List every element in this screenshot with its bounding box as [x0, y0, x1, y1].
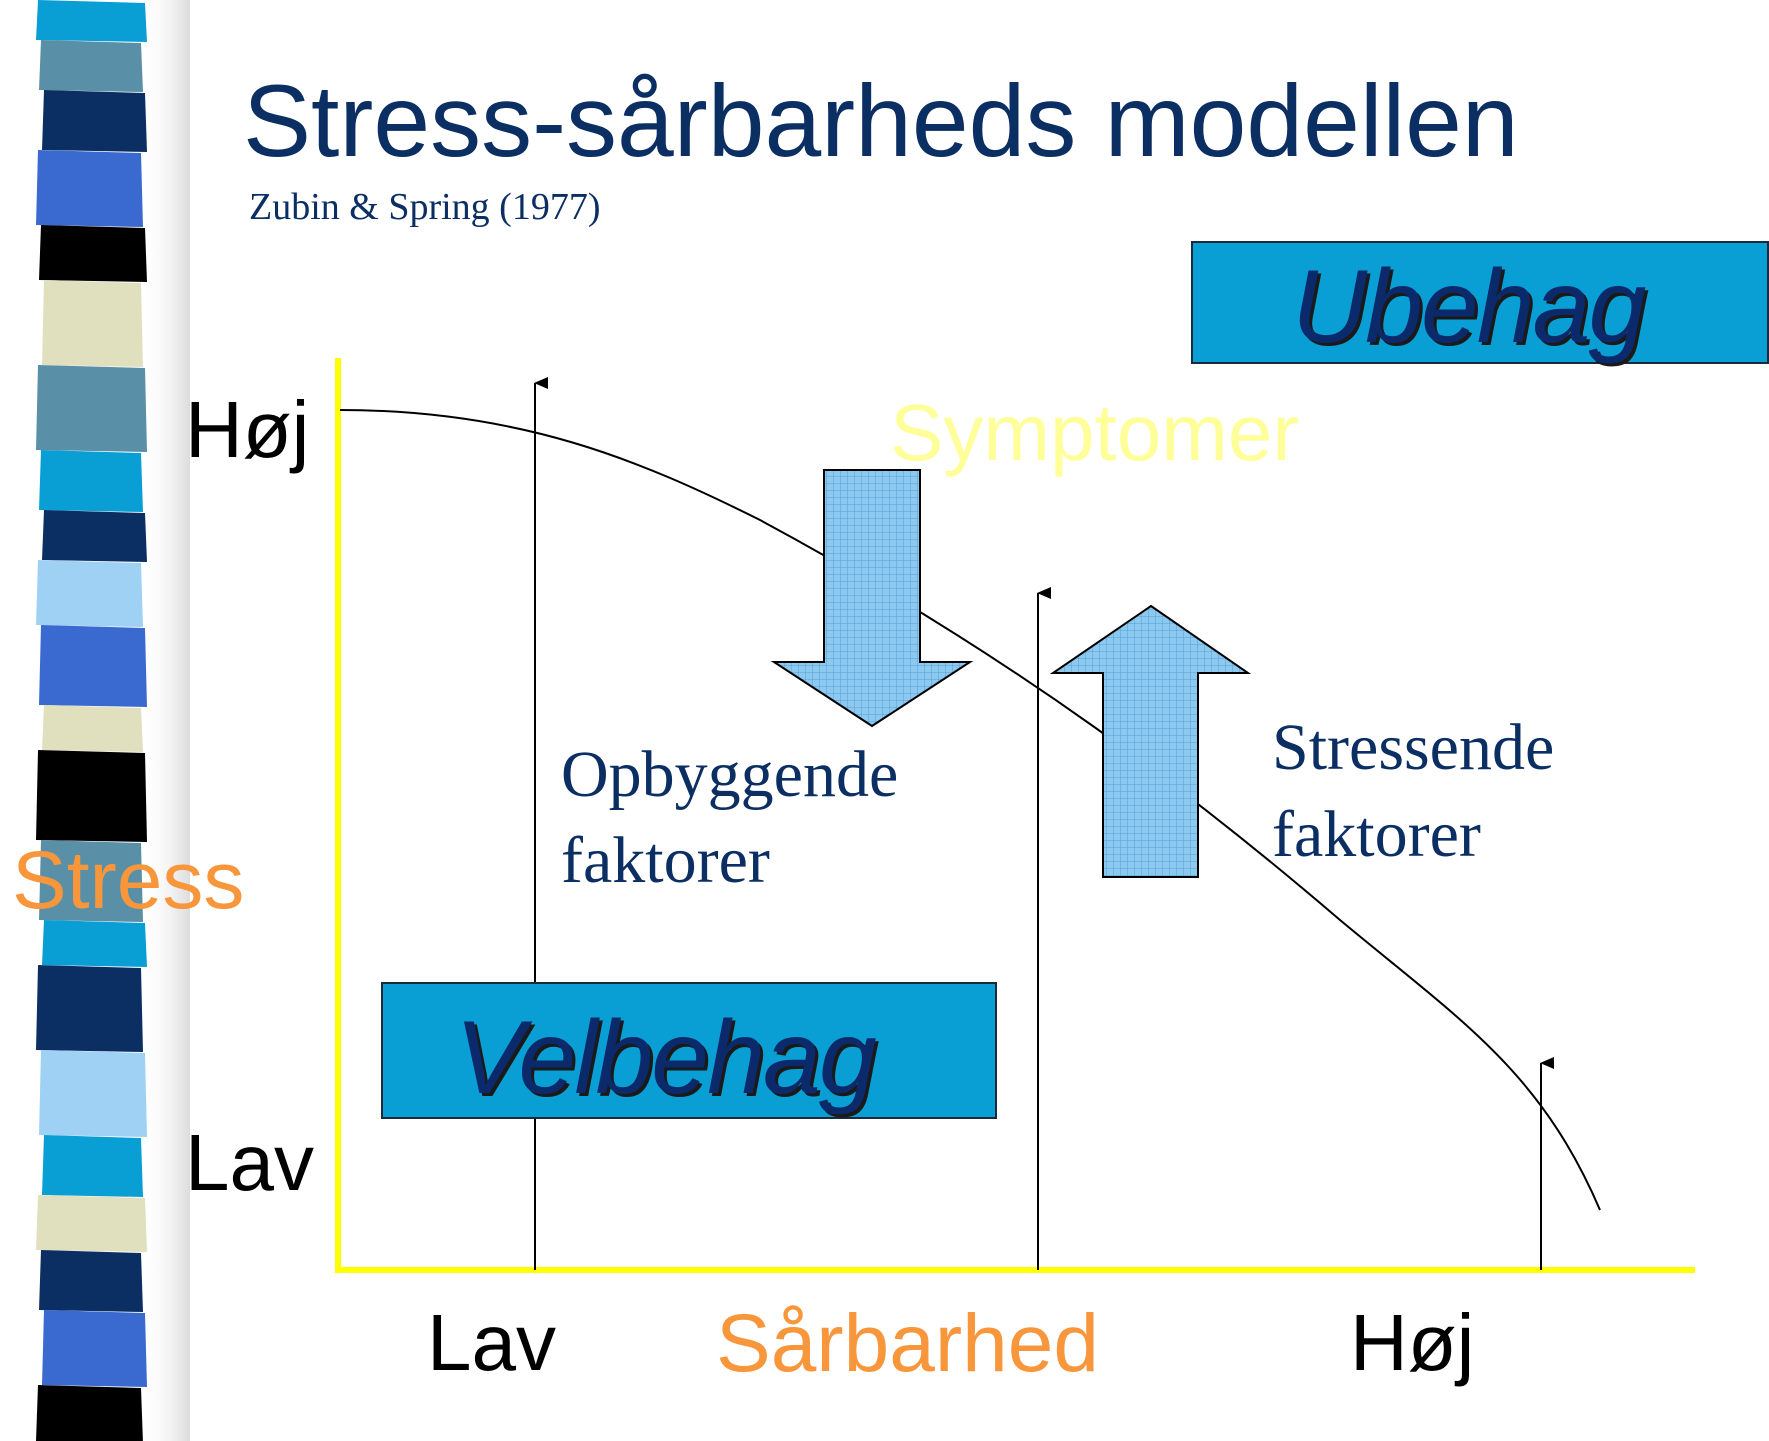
up-block-arrow — [1049, 604, 1252, 878]
stripe-band — [36, 965, 143, 1052]
threshold-curve — [339, 409, 1601, 1211]
x-axis-low-label: Lav — [427, 1298, 556, 1387]
down-arrow-label-line2: faktorer — [561, 824, 770, 897]
stripe-band — [42, 1310, 147, 1387]
ubehag-box — [1191, 241, 1769, 364]
ubehag-label: Ubehag — [1292, 249, 1646, 365]
x-axis-title: Sårbarhed — [716, 1298, 1099, 1389]
stripe-band — [42, 510, 147, 562]
stripe-band — [36, 0, 147, 42]
stripe-band — [36, 1195, 147, 1252]
stripe-band — [39, 1050, 147, 1137]
stripe-band — [39, 840, 143, 922]
stripe-band — [42, 280, 143, 367]
stripe-band — [39, 40, 143, 92]
stripe-band — [36, 750, 147, 842]
y-axis-low-label: Lav — [185, 1118, 314, 1207]
stripe-band — [42, 920, 147, 967]
stripe-band — [39, 225, 147, 282]
stripe-band — [36, 1385, 143, 1441]
velbehag-label: Velbehag — [455, 1000, 877, 1116]
decorative-stripe-band — [36, 0, 190, 1441]
x-axis-high-label: Høj — [1350, 1298, 1475, 1387]
velbehag-box — [381, 982, 997, 1119]
stripe-band — [36, 560, 143, 627]
stripe-band — [36, 365, 147, 452]
y-axis-high-label: Høj — [185, 385, 310, 474]
up-arrow-label-line1: Stressende — [1272, 711, 1555, 784]
y-axis-title: Stress — [12, 835, 245, 926]
stripe-band — [36, 150, 143, 227]
symptoms-label: Symptomer — [890, 388, 1299, 477]
stripe-band — [39, 625, 147, 707]
stripe-band — [39, 450, 143, 512]
up-arrow-label-line2: faktorer — [1272, 798, 1481, 871]
stripe-band — [39, 1250, 143, 1312]
page-title: Stress-sårbarheds modellen — [243, 64, 1519, 178]
down-arrow-label-line1: Opbyggende — [561, 738, 899, 811]
stripe-band — [42, 90, 147, 152]
stripe-band — [42, 1135, 143, 1197]
down-block-arrow — [770, 469, 974, 728]
citation-subtitle: Zubin & Spring (1977) — [249, 186, 601, 228]
stripe-band — [42, 705, 143, 752]
